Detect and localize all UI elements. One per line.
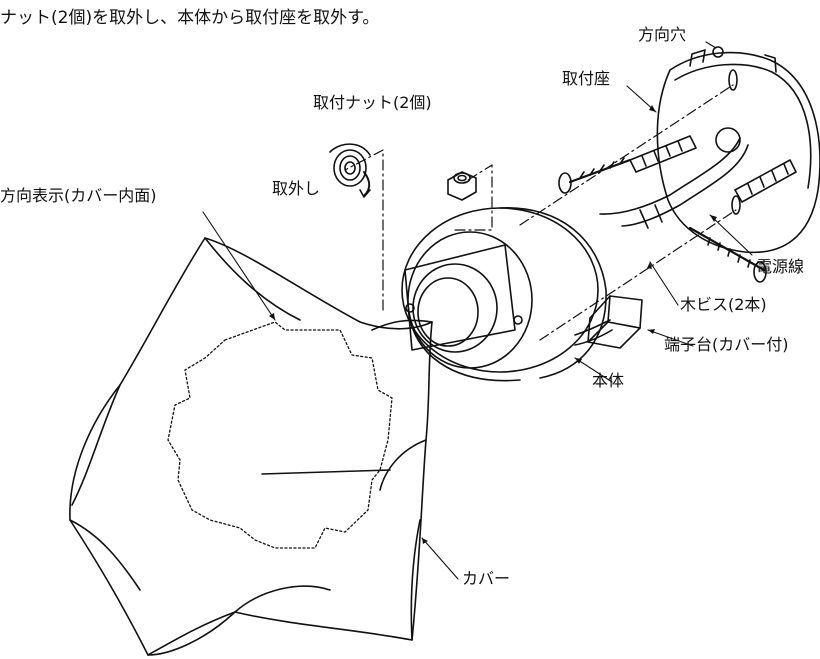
mounting-nut-shape	[447, 171, 477, 201]
power-wire-shape	[599, 137, 749, 229]
wood-screw-label: 木ビス(2本)	[680, 295, 767, 314]
cover-crease-line	[261, 469, 391, 475]
mounting-seat-label: 取付座	[562, 69, 611, 88]
direction-hole-label: 方向穴	[638, 25, 687, 44]
cover-shape	[69, 237, 433, 656]
leader-arrowheads	[269, 105, 717, 544]
direction-mark-label: 方向表示(カバー内面)	[0, 186, 157, 205]
terminal-cable	[574, 319, 611, 336]
mounting-seat-shape	[656, 49, 820, 254]
cover-label: カバー	[462, 569, 511, 588]
rotate-arrow-icon	[359, 171, 371, 198]
terminal-block-label: 端子台(カバー付)	[664, 335, 789, 354]
alignment-lines	[344, 84, 737, 341]
leader-lines	[202, 41, 753, 580]
anchor-plug-1	[629, 135, 697, 173]
direction-hole-shape	[712, 46, 724, 58]
direction-mark-outline	[167, 321, 393, 549]
wood-screw-upper	[558, 157, 632, 194]
mounting-nut-label: 取付ナット(2個)	[313, 93, 432, 112]
instruction-text: ナット(2個)を取外し、本体から取付座を取外す。	[0, 8, 380, 28]
remove-label: 取外し	[272, 179, 321, 198]
power-wire-label: 電源線	[756, 257, 805, 276]
nut-being-removed	[329, 143, 371, 187]
wood-screw-lower	[688, 226, 767, 283]
anchor-plug-2	[734, 159, 797, 203]
main-body-shape	[401, 207, 607, 382]
terminal-block-shape	[587, 295, 643, 349]
main-body-label: 本体	[592, 371, 625, 390]
